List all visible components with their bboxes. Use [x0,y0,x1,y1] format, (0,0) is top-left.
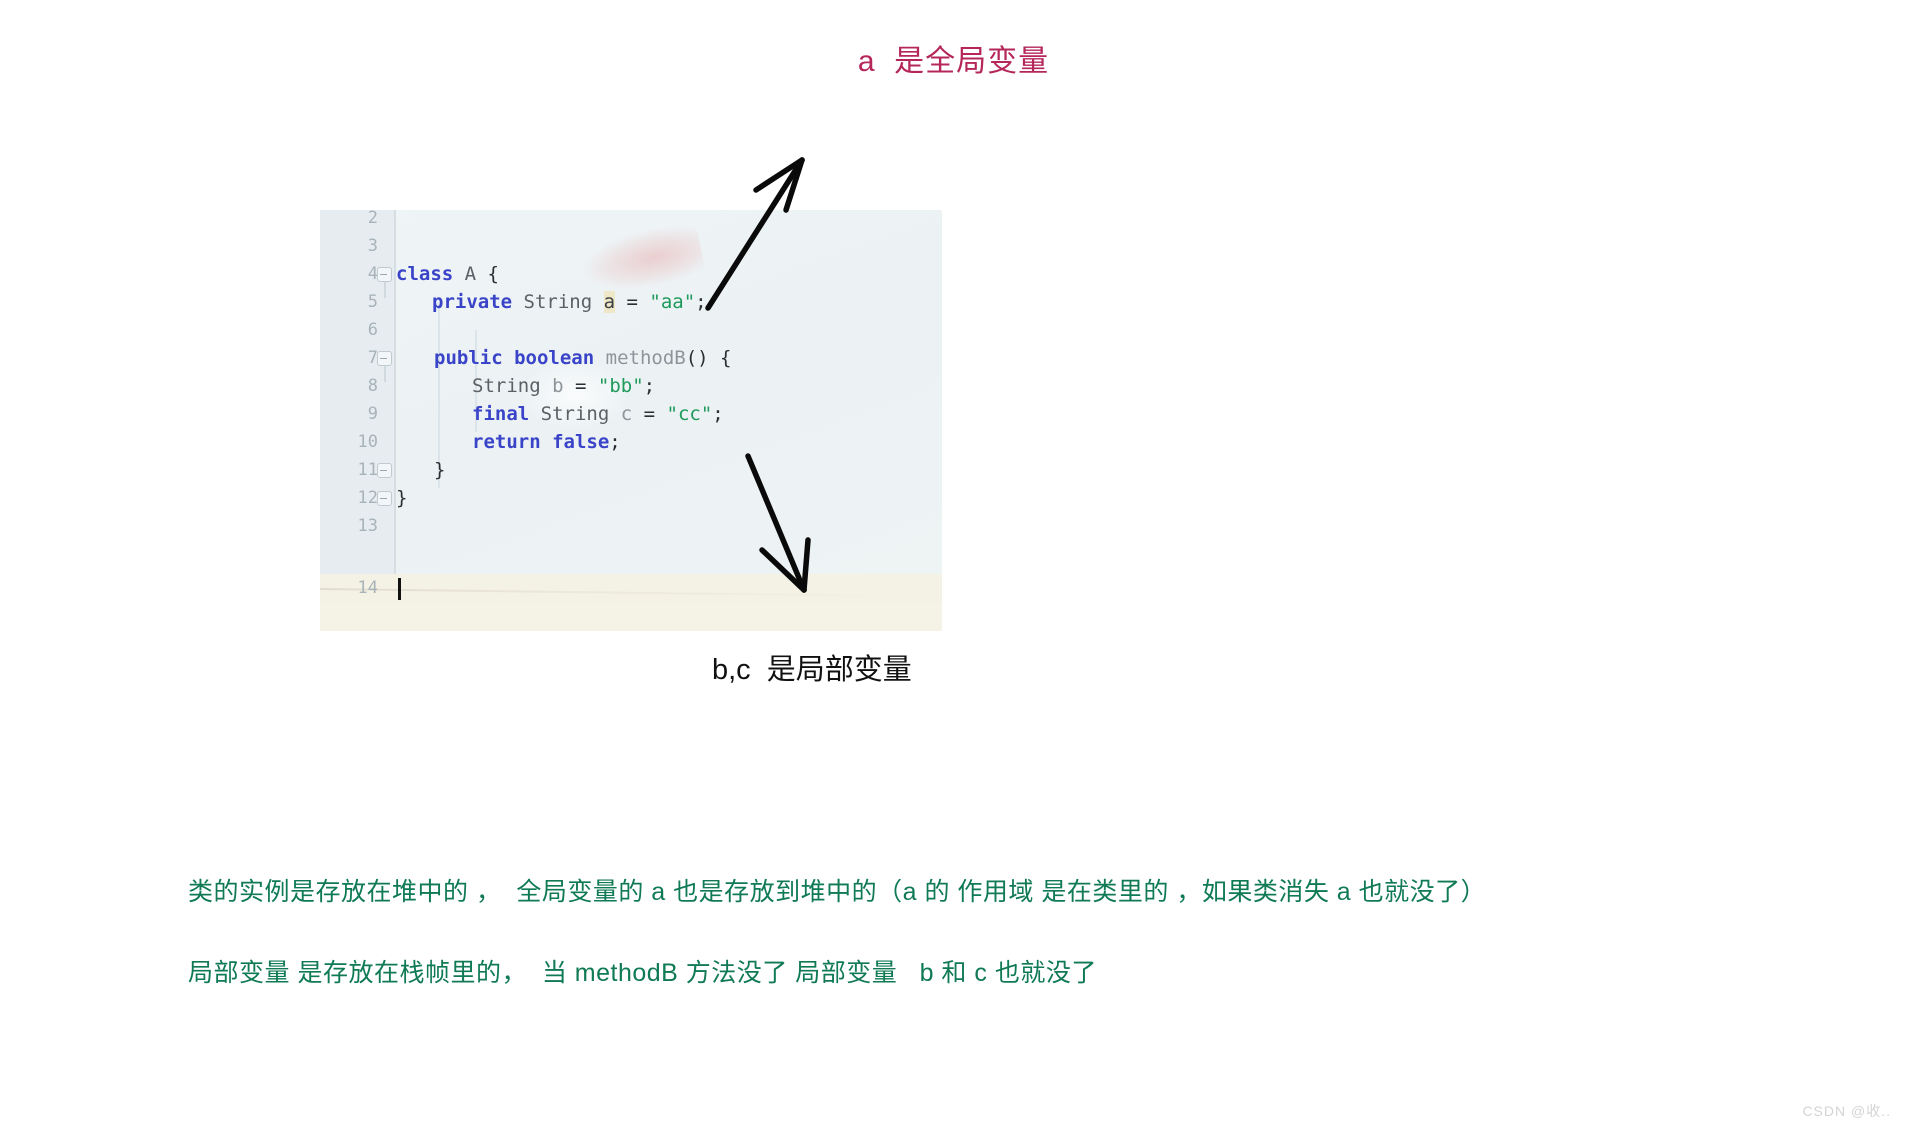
code-content: } [396,484,407,512]
code-line: 7 public boolean methodB() { [320,344,942,372]
code-content: final String c = "cc"; [472,400,724,428]
page-title: a 是全局变量 [857,45,1050,78]
variable-c: c [620,403,633,425]
highlighted-variable-a: a [603,291,616,313]
space [594,347,605,369]
indent-guide [438,302,440,488]
line-number: 11 [357,460,378,480]
string-literal-cc: "cc" [666,403,713,425]
code-line: 2 [320,210,942,232]
string-literal-bb: "bb" [597,375,644,397]
space [541,375,552,397]
fold-stem [384,282,386,298]
fold-marker-icon[interactable] [377,267,392,282]
code-line: 13 [320,512,942,540]
code-content: return false; [472,428,621,456]
line-number: 2 [367,210,378,228]
code-content: String b = "bb"; [472,372,655,400]
line-number: 8 [367,376,378,396]
code-line: 6 [320,316,942,344]
indent-guide [475,330,477,432]
line-number: 6 [367,320,378,340]
type-string: String [523,291,593,313]
method-name-methodB: methodB [605,347,686,369]
code-line: 10 return false; [320,428,942,456]
explanation-line-1: 类的实例是存放在堆中的 ， 全局变量的 a 也是存放到堆中的（a 的 作用域 是… [188,878,1487,906]
space [453,263,464,285]
keyword-public: public [434,347,503,369]
code-content: class A { [396,260,499,288]
space [609,403,620,425]
parens-brace: () { [685,347,732,369]
type-string: String [472,375,541,397]
caption-local-variables: b,c 是局部变量 [712,654,912,686]
brace-close-outer: } [396,487,408,509]
code-editor-screenshot: 2 3 4 class A { 5 private String a = "aa… [320,210,942,631]
assign-operator: = [615,291,650,313]
code-line: 8 String b = "bb"; [320,372,942,400]
explanation-block: 类的实例是存放在堆中的 ， 全局变量的 a 也是存放到堆中的（a 的 作用域 是… [188,872,1888,1034]
fold-marker-icon[interactable] [377,491,392,506]
line-number: 4 [367,264,378,284]
semicolon: ; [609,431,621,453]
csdn-watermark: CSDN @收.. [1802,1103,1891,1119]
line-number: 12 [357,488,378,508]
space [541,431,552,453]
brace-open: { [476,263,499,285]
fold-stem [384,366,386,382]
code-line: 11 } [320,456,942,484]
keyword-return: return [472,431,541,453]
code-content: public boolean methodB() { [434,344,731,372]
keyword-boolean: boolean [514,347,595,369]
line-number: 7 [367,348,378,368]
code-content: private String a = "aa"; [432,288,707,316]
gutter-divider [394,210,396,631]
space [503,347,514,369]
code-line: 12 } [320,484,942,512]
keyword-private: private [432,291,513,313]
string-literal-aa: "aa" [649,291,696,313]
keyword-class: class [396,263,454,285]
variable-b: b [552,375,564,397]
code-line: 5 private String a = "aa"; [320,288,942,316]
keyword-final: final [472,403,530,425]
keyword-false: false [552,431,610,453]
text-caret [398,578,401,600]
space [512,291,523,313]
assign-operator: = [632,403,667,425]
line-number: 10 [357,432,378,452]
line-number: 5 [367,292,378,312]
line-number: 3 [367,236,378,256]
type-string: String [540,403,610,425]
code-line: 3 [320,232,942,260]
line-number: 13 [357,516,378,536]
semicolon: ; [695,291,707,313]
code-line-current: 14 [320,574,942,602]
explanation-line-2: 局部变量 是存放在栈帧里的， 当 methodB 方法没了 局部变量 b 和 c… [188,959,1097,987]
semicolon: ; [643,375,656,397]
code-content: } [434,456,445,484]
space [529,403,540,425]
fold-marker-icon[interactable] [377,351,392,366]
code-line: 9 final String c = "cc"; [320,400,942,428]
type-name-A: A [464,263,477,285]
editor-bottom-area [320,603,942,631]
brace-close-inner: } [434,459,446,481]
assign-operator: = [563,375,598,397]
line-number: 9 [367,404,378,424]
line-number: 14 [357,578,378,598]
code-line: 4 class A { [320,260,942,288]
fold-marker-icon[interactable] [377,463,392,478]
semicolon: ; [712,403,724,425]
editor-background [320,210,942,631]
space [592,291,603,313]
